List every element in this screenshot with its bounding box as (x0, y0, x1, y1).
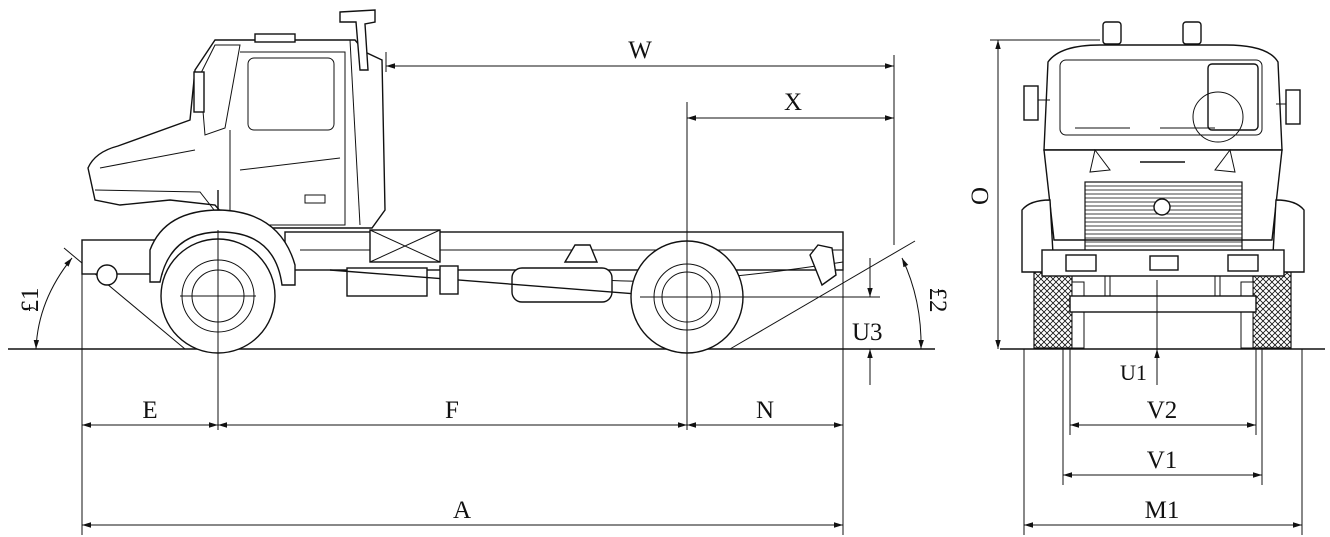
cab-rear-edge (349, 39, 361, 226)
toolbox-cross (369, 229, 441, 263)
label-V2: V2 (1147, 397, 1178, 424)
driveshaft (329, 269, 651, 296)
front-fender (149, 209, 296, 286)
driveshaft-joint (439, 265, 459, 295)
fifth-wheel (563, 244, 599, 263)
label-W: W (628, 37, 652, 64)
label-U1: U1 (1120, 360, 1147, 385)
label-angle1: £1 (17, 288, 44, 313)
door-window (247, 57, 335, 131)
front-axle (1069, 295, 1257, 313)
headlight-left (1065, 254, 1097, 272)
label-E: E (142, 397, 157, 424)
label-V1: V1 (1147, 447, 1178, 474)
door-handle (304, 194, 326, 204)
label-M1: M1 (1145, 497, 1180, 524)
front-windshield (1059, 59, 1263, 136)
side-view: W X E F N A U3 £1 £2 (8, 9, 951, 535)
front-bumper (81, 239, 163, 275)
spring-hangers (1104, 276, 1221, 296)
steering-wheel (1192, 91, 1244, 143)
front-right-tyre-gap (1240, 281, 1254, 349)
departure-angle-line (729, 240, 916, 350)
side-mirror (193, 71, 205, 113)
beacon-left (1102, 21, 1122, 45)
windshield (199, 44, 241, 136)
front-grille (1084, 181, 1243, 253)
exhaust-stack (339, 9, 376, 71)
tow-hook-fv (1149, 255, 1179, 271)
chassis-frame (284, 231, 844, 271)
front-left-tyre-outer (1033, 271, 1073, 349)
label-A: A (453, 497, 471, 524)
approach-angle-arc (33, 257, 73, 350)
door-crease (239, 157, 341, 171)
roof-rail (254, 33, 296, 43)
mirror-right (1285, 89, 1301, 125)
label-U3: U3 (852, 319, 883, 346)
mirror-left (1023, 85, 1039, 121)
tow-eye (96, 264, 118, 286)
hood-vent-right (1214, 148, 1236, 173)
label-angle2: £2 (924, 288, 951, 313)
front-left-tyre-gap (1071, 281, 1085, 349)
hood-line (94, 189, 219, 216)
headlight-right (1227, 254, 1259, 272)
label-X: X (784, 89, 802, 116)
label-N: N (756, 397, 774, 424)
front-right-tyre-outer (1252, 271, 1292, 349)
hood-crease (99, 149, 196, 169)
front-view: O U1 V2 V1 M1 (967, 21, 1325, 535)
departure-angle-arc (901, 257, 924, 350)
rear-hitch (809, 244, 837, 287)
beacon-right (1182, 21, 1202, 45)
grille-badge (1153, 198, 1171, 216)
label-O: O (967, 187, 994, 205)
fuel-tank (511, 267, 613, 303)
cab-body (87, 39, 386, 229)
cab-door (229, 51, 346, 226)
label-F: F (445, 397, 459, 424)
hood-vent-left (1089, 148, 1111, 173)
